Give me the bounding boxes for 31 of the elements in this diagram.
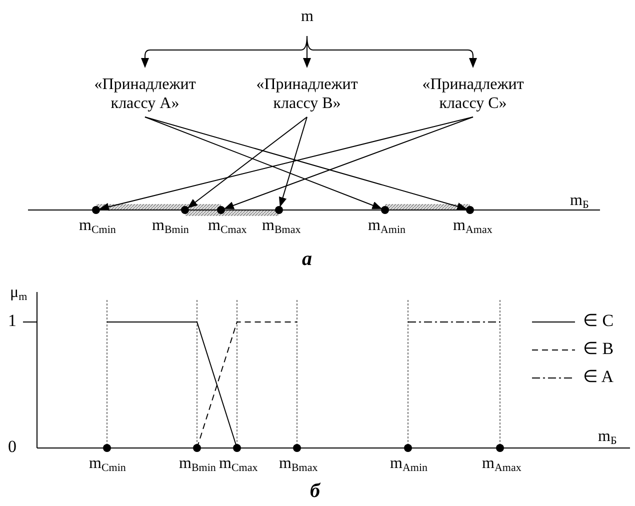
legend-label: ∈ B <box>583 340 614 358</box>
caption: a <box>302 250 312 268</box>
axis-label: μ$_{m}$ <box>10 284 28 305</box>
point-label: m$_{Bmin}$ <box>179 455 216 476</box>
point-label: m$_{Bmax}$ <box>279 455 318 476</box>
class-label: «Принадлежит классу B» <box>237 75 377 113</box>
class-label: «Принадлежит классу A» <box>75 75 215 113</box>
point-label: m$_{Amax}$ <box>453 217 492 236</box>
point-label: m$_{Cmin}$ <box>89 455 126 476</box>
point-label: m$_{Amin}$ <box>390 455 428 476</box>
point-label: m$_{Amin}$ <box>368 217 406 236</box>
point-label: m$_{Amax}$ <box>482 455 522 476</box>
axis-label: m$_{Б}$ <box>598 428 617 449</box>
caption: б <box>310 482 320 500</box>
arrow <box>144 116 382 210</box>
arrow <box>224 116 474 210</box>
arrow <box>278 116 308 208</box>
point-label: m$_{Cmax}$ <box>208 217 247 236</box>
point-label: m$_{Cmin}$ <box>79 217 116 236</box>
class-label: «Принадлежит классу C» <box>403 75 543 113</box>
symbol-label: m <box>301 8 314 26</box>
arrow <box>306 36 477 68</box>
tick-label: 0 <box>8 438 16 456</box>
tick-label: 1 <box>8 312 16 330</box>
axis-label: m$_{Б}$ <box>570 192 589 213</box>
point-label: m$_{Cmax}$ <box>219 455 258 476</box>
legend-label: ∈ C <box>583 312 614 330</box>
legend-label: ∈ A <box>583 368 614 386</box>
point-label: m$_{Bmax}$ <box>262 217 301 236</box>
point-label: m$_{Bmin}$ <box>152 217 189 236</box>
arrow <box>187 116 308 208</box>
